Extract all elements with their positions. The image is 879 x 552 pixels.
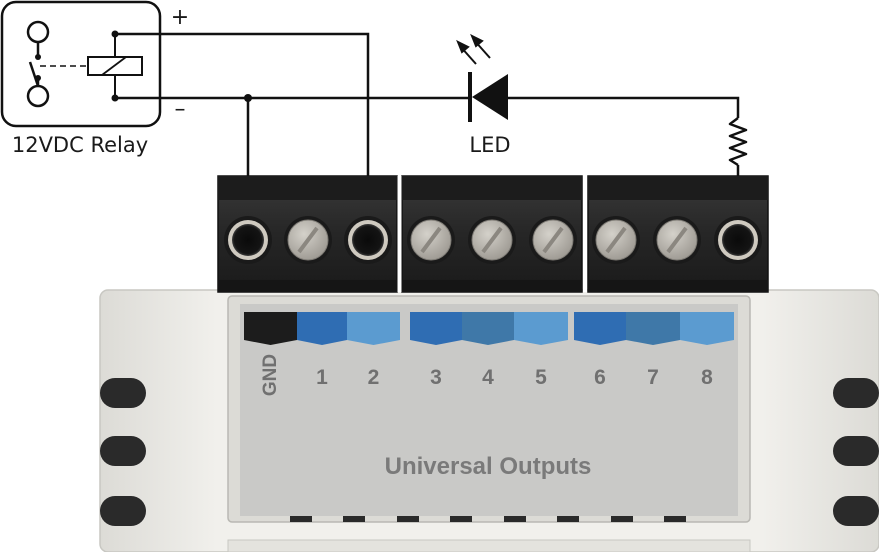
terminal-screw-4[interactable] bbox=[468, 216, 516, 264]
io-module: GND 1 2 3 4 5 6 7 8 Universal Outputs bbox=[99, 289, 879, 552]
terminal-screw-2[interactable] bbox=[344, 216, 392, 264]
terminal-screw-8[interactable] bbox=[714, 216, 762, 264]
terminal-screw-3[interactable] bbox=[407, 216, 455, 264]
module-vents-left bbox=[100, 378, 146, 526]
color-strip-4 bbox=[462, 312, 514, 345]
color-strip-5 bbox=[514, 312, 568, 345]
color-strip-3 bbox=[410, 312, 462, 345]
terminal-label-8: 8 bbox=[701, 366, 713, 389]
module-vents-right bbox=[833, 378, 879, 526]
terminal-label-2: 2 bbox=[368, 366, 380, 389]
terminal-screw-1[interactable] bbox=[284, 216, 332, 264]
terminal-screw-7[interactable] bbox=[653, 216, 701, 264]
terminal-screw-5[interactable] bbox=[529, 216, 577, 264]
led-label: LED bbox=[469, 133, 510, 157]
terminal-labels: GND 1 2 3 4 5 6 7 8 bbox=[260, 354, 713, 396]
terminal-label-7: 7 bbox=[647, 366, 659, 389]
terminal-blocks bbox=[217, 175, 769, 293]
relay-contact-top bbox=[26, 20, 50, 44]
terminal-label-gnd: GND bbox=[260, 354, 281, 396]
terminal-label-4: 4 bbox=[482, 366, 494, 389]
terminal-screw-6[interactable] bbox=[592, 216, 640, 264]
module-bottom-tabs bbox=[290, 516, 686, 522]
wire-plus bbox=[115, 32, 370, 240]
terminal-screw-gnd[interactable] bbox=[224, 216, 272, 264]
led-light-arrows-icon bbox=[456, 33, 491, 65]
color-strip-1 bbox=[297, 312, 347, 345]
terminal-label-5: 5 bbox=[535, 366, 547, 389]
terminal-label-3: 3 bbox=[430, 366, 442, 389]
led-diode-triangle bbox=[472, 74, 508, 120]
relay-minus-sign: – bbox=[175, 97, 186, 122]
wire-led-to-resistor bbox=[508, 96, 740, 118]
module-title: Universal Outputs bbox=[385, 453, 592, 480]
relay-switch-arm bbox=[28, 61, 40, 87]
color-strip-6 bbox=[574, 312, 626, 345]
color-strip-8 bbox=[680, 312, 734, 345]
relay bbox=[0, 0, 162, 128]
terminal-color-strips bbox=[244, 312, 734, 345]
color-strip-2 bbox=[347, 312, 400, 345]
terminal-label-6: 6 bbox=[594, 366, 606, 389]
resistor-icon bbox=[728, 117, 748, 167]
relay-contact-bottom bbox=[26, 84, 50, 108]
terminal-block-gap bbox=[397, 176, 402, 292]
terminal-block-gap bbox=[583, 176, 587, 292]
color-strip-7 bbox=[626, 312, 680, 345]
relay-plus-sign: + bbox=[171, 5, 189, 30]
relay-label: 12VDC Relay bbox=[12, 133, 148, 157]
terminal-label-1: 1 bbox=[316, 366, 328, 389]
color-strip-gnd bbox=[244, 312, 297, 345]
wire-junction-dot bbox=[244, 94, 252, 102]
led bbox=[456, 33, 508, 122]
